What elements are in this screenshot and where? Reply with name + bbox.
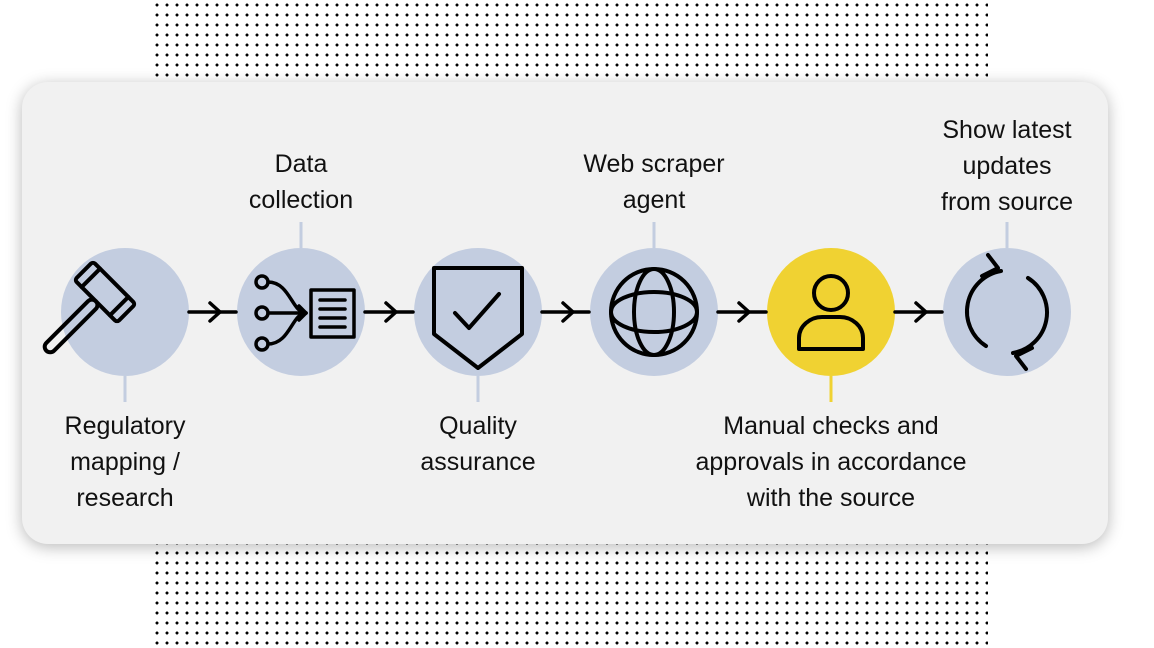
arrow-3	[540, 301, 591, 323]
step-label-manual-checks: Manual checks and approvals in accordanc…	[695, 412, 967, 512]
step-label-quality-assurance: Quality assurance	[420, 412, 536, 476]
step-circle-4	[590, 248, 718, 376]
arrow-1	[187, 301, 238, 323]
dot-pattern-bottom	[152, 538, 988, 648]
globe-icon	[609, 267, 699, 357]
dot-pattern-top	[152, 0, 988, 88]
step-label-latest-updates: Show latest updates from source	[941, 116, 1073, 216]
shield-check-icon	[432, 266, 524, 370]
user-icon	[797, 274, 865, 351]
refresh-icon	[964, 253, 1050, 371]
step-label-regulatory-mapping: Regulatory mapping / research	[64, 412, 186, 512]
step-label-web-scraper-agent: Web scraper agent	[583, 150, 725, 214]
arrow-2	[363, 301, 415, 323]
arrow-5	[893, 301, 944, 323]
step-label-data-collection: Data collection	[248, 150, 354, 214]
gavel-icon	[42, 260, 137, 355]
step-circle-6	[943, 248, 1071, 376]
arrow-4	[716, 301, 768, 323]
data-collection-icon	[254, 274, 356, 352]
